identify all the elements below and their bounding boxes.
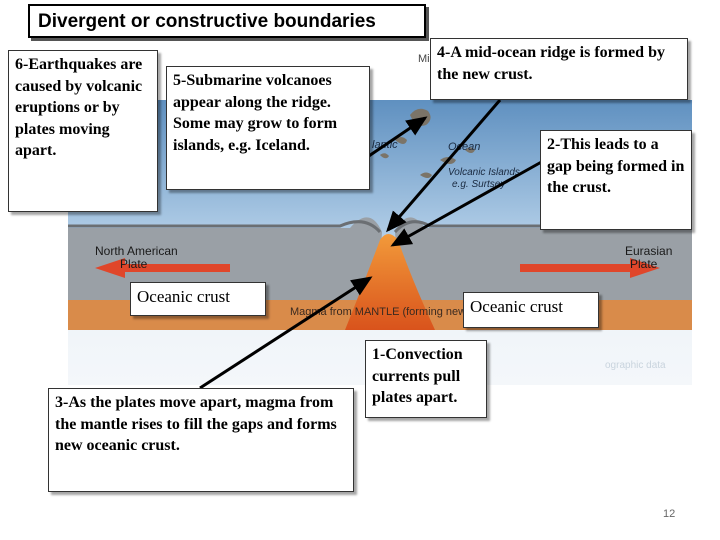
eurasian-line-2: Plate bbox=[630, 257, 658, 271]
oceanic-crust-right-label: Oceanic crust bbox=[463, 292, 599, 328]
page-title: Divergent or constructive boundaries bbox=[38, 11, 376, 32]
callout-magma-rises-text: 3-As the plates move apart, magma from t… bbox=[55, 394, 337, 455]
callout-submarine-volcanoes: 5-Submarine volcanoes appear along the r… bbox=[166, 66, 370, 190]
plate-motion-arrows bbox=[95, 258, 660, 278]
right-plate bbox=[395, 217, 692, 300]
magma-plume bbox=[345, 234, 435, 330]
callout-convection: 1-Convection currents pull plates apart. bbox=[365, 340, 487, 418]
title-box: Divergent or constructive boundaries bbox=[28, 4, 426, 38]
pointer-arrows bbox=[199, 99, 546, 390]
arrow-c2 bbox=[390, 158, 546, 247]
callout-mid-ocean-ridge-text: 4-A mid-ocean ridge is formed by the new… bbox=[437, 44, 665, 83]
callout-gap: 2-This leads to a gap being formed in th… bbox=[540, 130, 692, 230]
arrow-c5 bbox=[359, 116, 428, 164]
left-crust-surface bbox=[68, 220, 382, 234]
arrow-c3 bbox=[199, 276, 373, 390]
page-number: 12 bbox=[663, 508, 676, 520]
oceanic-crust-left-text: Oceanic crust bbox=[137, 287, 230, 306]
oceanic-crust-right-text: Oceanic crust bbox=[470, 297, 563, 316]
oceanic-crust-left-label: Oceanic crust bbox=[130, 282, 266, 316]
magma-label: Magma from MANTLE (forming new bbox=[290, 306, 466, 318]
north-american-line-1: North American bbox=[95, 244, 178, 258]
callout-magma-rises: 3-As the plates move apart, magma from t… bbox=[48, 388, 354, 492]
eurasian-line-1: Eurasian bbox=[625, 244, 672, 258]
left-plate bbox=[68, 217, 382, 300]
callout-gap-text: 2-This leads to a gap being formed in th… bbox=[547, 136, 685, 197]
mi-fragment-label: Mi bbox=[418, 53, 430, 65]
callout-convection-text: 1-Convection currents pull plates apart. bbox=[372, 346, 463, 407]
arrow-c4 bbox=[386, 99, 502, 233]
north-american-line-2: Plate bbox=[120, 257, 148, 271]
callout-earthquakes-text: 6-Earthquakes are caused by volcanic eru… bbox=[15, 56, 143, 160]
watermark-label: ographic data bbox=[605, 360, 666, 371]
callout-mid-ocean-ridge: 4-A mid-ocean ridge is formed by the new… bbox=[430, 38, 688, 100]
volcanic-islands-line-2: e.g. Surtsey bbox=[452, 179, 506, 190]
volcanic-islands-line-1: Volcanic Islands bbox=[448, 167, 520, 178]
callout-earthquakes: 6-Earthquakes are caused by volcanic eru… bbox=[8, 50, 158, 212]
callout-submarine-volcanoes-text: 5-Submarine volcanoes appear along the r… bbox=[173, 72, 338, 154]
